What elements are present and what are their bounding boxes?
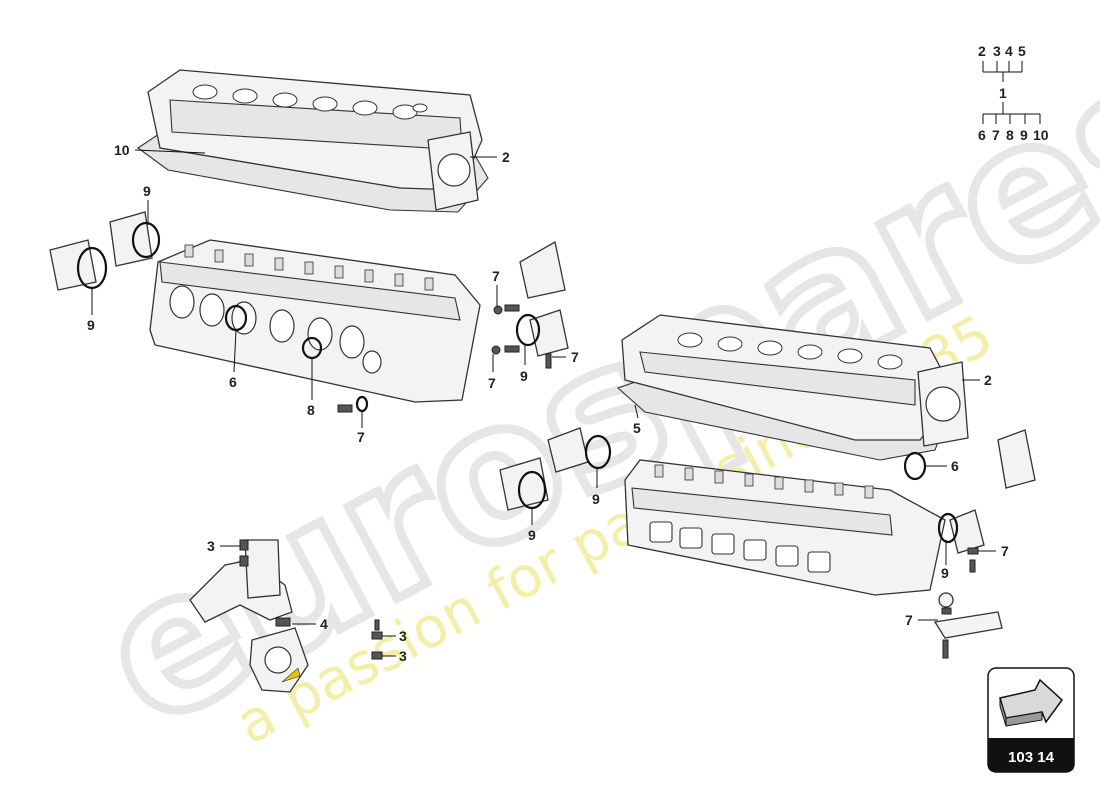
- page-code: 103 14: [1008, 749, 1055, 766]
- flanges-right: [499, 427, 1036, 573]
- callout-label: 9: [87, 317, 95, 333]
- arrow-icon: [999, 678, 1064, 727]
- callout-label: 4: [320, 616, 328, 632]
- callout-label: 7: [571, 349, 579, 365]
- tree-bottom-item: 10: [1033, 127, 1049, 143]
- tree-top-item: 3: [993, 43, 1001, 59]
- page-badge: 103 14: [987, 667, 1075, 773]
- callout-label: 3: [399, 648, 407, 664]
- callout-label: 2: [502, 149, 510, 165]
- callout-labels: 10 2 9 9 6 8 7 7 7 9 7 2 5 9 9 6 7 9 7 3…: [87, 142, 1009, 664]
- callout-label: 7: [492, 268, 500, 284]
- tree-bottom-item: 7: [992, 127, 1000, 143]
- cylinder-head-right: [624, 459, 946, 596]
- tree-top-item: 5: [1018, 43, 1026, 59]
- callout-label: 3: [399, 628, 407, 644]
- callout-label: 3: [207, 538, 215, 554]
- callout-label: 7: [905, 612, 913, 628]
- callout-label: 8: [307, 402, 315, 418]
- callout-label: 5: [633, 420, 641, 436]
- callout-label: 6: [229, 374, 237, 390]
- callout-label: 7: [1001, 543, 1009, 559]
- assembly-tree: 2 3 4 5 1 6 7 8 9 10: [978, 43, 1049, 143]
- tree-root: 1: [999, 85, 1007, 101]
- tree-top-item: 4: [1005, 43, 1013, 59]
- bracket-right: [933, 592, 1003, 659]
- callout-label: 9: [528, 527, 536, 543]
- callout-label: 10: [114, 142, 130, 158]
- water-pump-assembly: [189, 539, 383, 693]
- callout-label: 7: [488, 375, 496, 391]
- callout-label: 9: [592, 491, 600, 507]
- tree-top-item: 2: [978, 43, 986, 59]
- thermostat-housing-upper: [491, 240, 569, 369]
- tree-bottom-item: 8: [1006, 127, 1014, 143]
- tree-bottom-item: 9: [1020, 127, 1028, 143]
- flanges-left: [49, 211, 369, 413]
- valve-cover-right: [616, 314, 969, 461]
- cylinder-head-left: [149, 239, 481, 403]
- callout-label: 2: [984, 372, 992, 388]
- callout-label: 7: [357, 429, 365, 445]
- callout-label: 9: [143, 183, 151, 199]
- callout-label: 6: [951, 458, 959, 474]
- valve-cover-upper: [137, 69, 489, 213]
- callout-label: 9: [520, 368, 528, 384]
- tree-bottom-item: 6: [978, 127, 986, 143]
- callout-label: 9: [941, 565, 949, 581]
- leader-lines: [91, 149, 996, 657]
